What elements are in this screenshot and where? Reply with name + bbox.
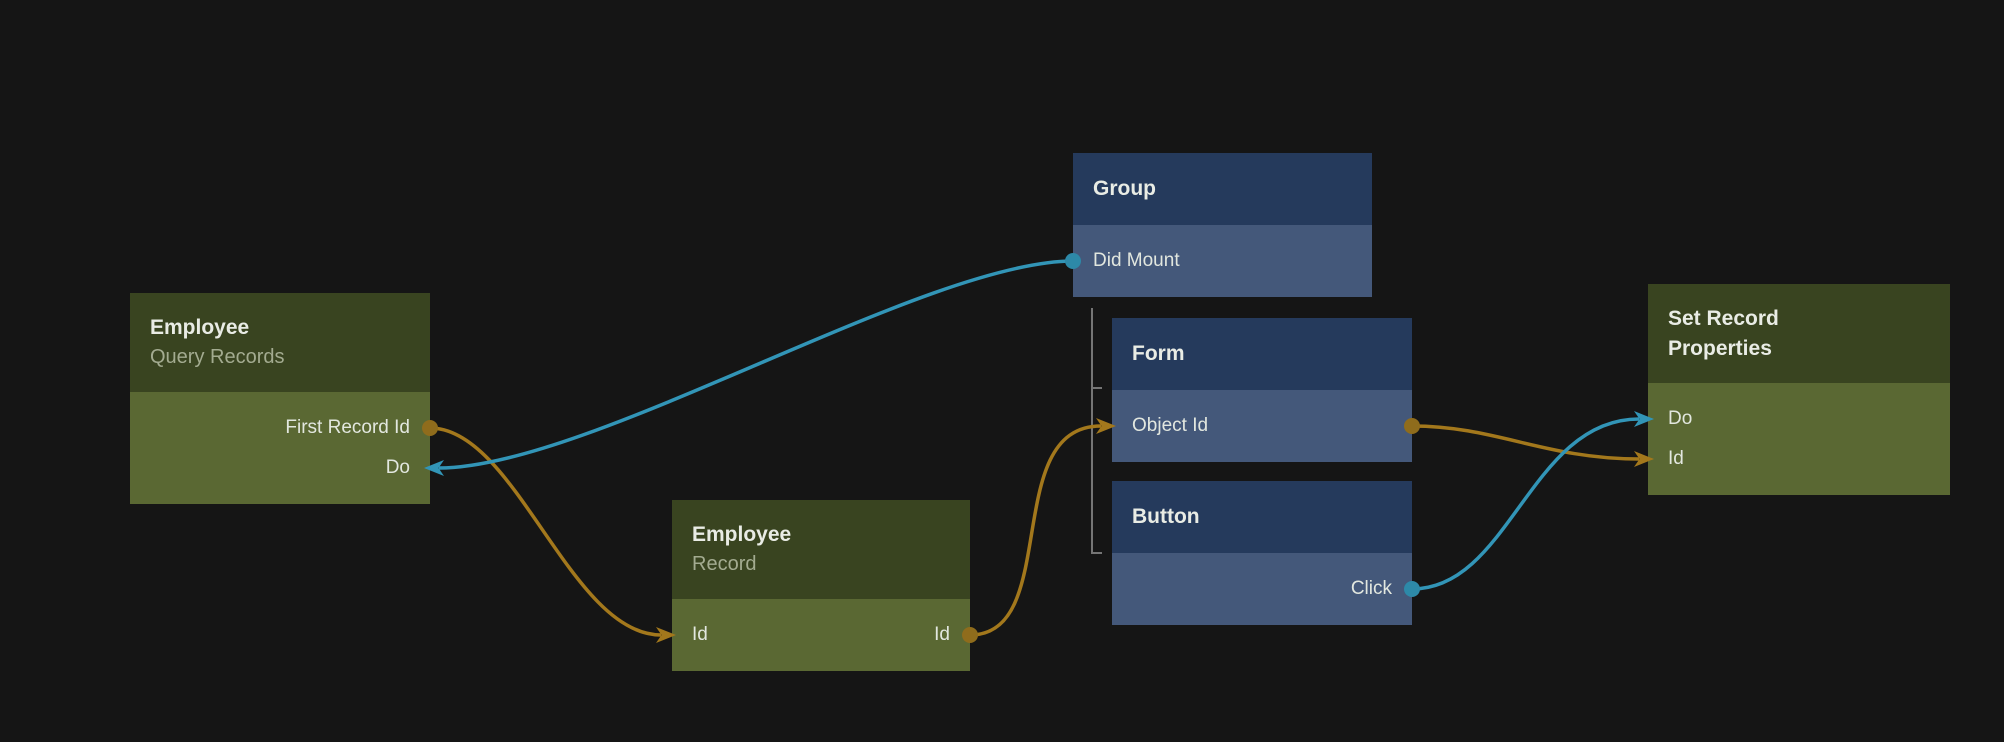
node-subtitle: Record [692,553,757,575]
edge-click-to-srp-do[interactable] [1411,417,1640,591]
port-click[interactable]: Click [1112,569,1412,609]
node-body: Did Mount [1073,225,1372,297]
node-header: Employee Query Records [130,293,430,392]
port-srp-id[interactable]: Id [1648,439,1950,479]
port-label: Do [1668,408,1693,429]
port-object-id[interactable]: Object Id [1112,406,1412,446]
node-header: Employee Record [672,500,970,599]
port-did-mount[interactable]: Did Mount [1073,241,1372,281]
group-children-tree-line [1091,308,1102,554]
port-label: Object Id [1132,415,1209,436]
node-header: Form [1112,318,1412,390]
node-title: Employee [150,316,250,339]
edge-record-id-to-object-id[interactable] [969,424,1102,637]
port-label: Do [385,457,410,478]
node-header: Set Record Properties [1648,284,1950,383]
node-title: Form [1132,342,1185,365]
edge-did-mount-to-do[interactable] [438,259,1074,470]
port-label: Id [1668,448,1684,469]
node-employee-record[interactable]: Employee Record Id Id [672,500,970,671]
node-form[interactable]: Form Object Id [1112,318,1412,462]
node-button[interactable]: Button Click [1112,481,1412,625]
edge-object-id-to-srp-id[interactable] [1411,424,1640,461]
port-row-id[interactable]: Id Id [672,615,970,655]
node-title: Set Record Properties [1668,306,1779,360]
node-group[interactable]: Group Did Mount [1073,153,1372,297]
port-label: Did Mount [1093,250,1180,271]
node-title: Group [1093,177,1156,200]
node-header: Group [1073,153,1372,225]
node-body: Object Id [1112,390,1412,462]
node-body: Click [1112,553,1412,625]
node-header: Button [1112,481,1412,553]
port-label-id-input: Id [692,624,708,645]
node-title: Button [1132,505,1200,528]
port-do[interactable]: Do [130,448,430,488]
port-first-record-id[interactable]: First Record Id [130,408,430,448]
port-label-id-output: Id [934,624,950,645]
port-label: Click [1350,578,1392,599]
node-subtitle: Query Records [150,346,285,368]
port-label: First Record Id [285,417,410,438]
node-title: Employee [692,523,792,546]
node-body: Id Id [672,599,970,671]
node-body: Do Id [1648,383,1950,495]
node-employee-query-records[interactable]: Employee Query Records First Record Id D… [130,293,430,504]
edge-first-record-id-to-record-id[interactable] [429,426,662,637]
node-body: First Record Id Do [130,392,430,504]
node-set-record-properties[interactable]: Set Record Properties Do Id [1648,284,1950,495]
port-srp-do[interactable]: Do [1648,399,1950,439]
